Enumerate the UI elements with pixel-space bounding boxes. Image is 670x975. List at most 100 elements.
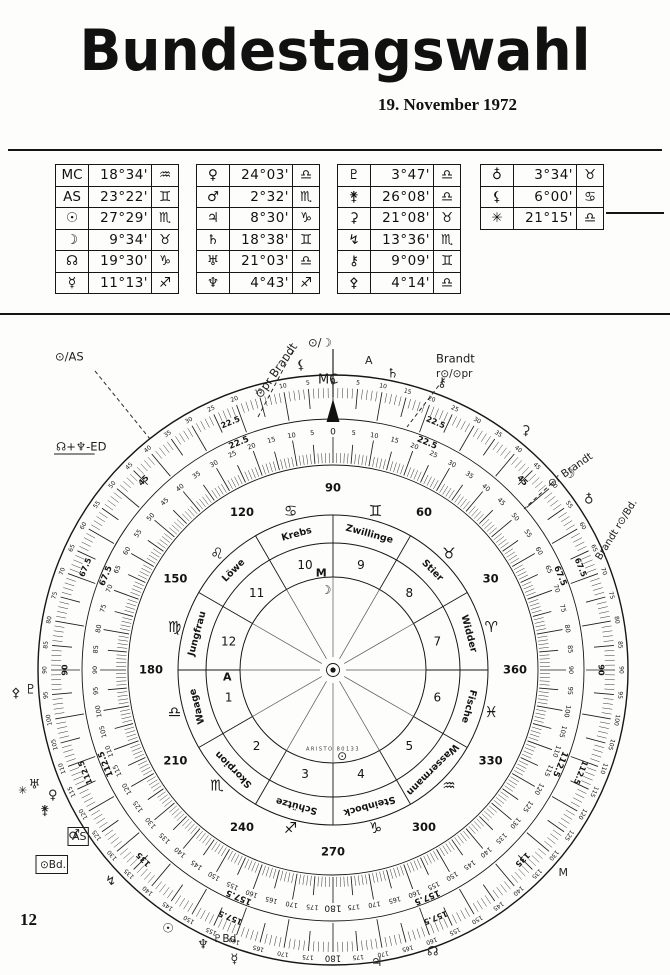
position-row-node: ☊19°30'♑ xyxy=(56,250,178,272)
venus-longitude: 24°03' xyxy=(230,165,293,186)
svg-text:90: 90 xyxy=(42,666,49,674)
pointer-marker xyxy=(326,349,340,422)
house-number-8: 8 xyxy=(406,586,414,600)
mars-symbol: ♂ xyxy=(197,186,230,207)
svg-text:15: 15 xyxy=(266,435,276,445)
svg-text:80: 80 xyxy=(45,615,53,624)
svg-text:145: 145 xyxy=(161,900,175,912)
venus-sign-libra: ♎ xyxy=(299,167,313,184)
svg-text:145: 145 xyxy=(462,858,477,872)
pencil-mark-node-icon: ☊ xyxy=(427,944,439,959)
svg-text:100: 100 xyxy=(562,705,572,719)
svg-text:160: 160 xyxy=(407,888,421,900)
svg-text:180: 180 xyxy=(324,903,341,913)
position-row-moon: ☽9°34'♉ xyxy=(56,228,178,250)
svg-text:165: 165 xyxy=(388,894,402,905)
vulkanus-sign-cancer: ♋ xyxy=(583,188,597,205)
svg-text:65: 65 xyxy=(67,543,77,553)
node-sign-capricorn: ♑ xyxy=(158,253,172,270)
svg-text:45: 45 xyxy=(531,461,541,471)
position-row-mars: ♂2°32'♏ xyxy=(197,185,319,207)
svg-text:115: 115 xyxy=(588,785,599,799)
svg-text:120: 120 xyxy=(120,782,133,797)
svg-text:85: 85 xyxy=(92,645,101,654)
annotation-sun-over-moon: ⊙/☽ xyxy=(308,336,332,350)
maker-text: ARISTO 80133 xyxy=(306,747,360,753)
zodiac-name-virgo: Jungfrau xyxy=(186,610,209,658)
page-title: Bundestagswahl xyxy=(79,16,591,84)
svg-text:45: 45 xyxy=(496,496,508,508)
ascendant-symbol: AS xyxy=(56,186,89,207)
degree-label-300: 300 xyxy=(412,820,436,834)
moon-longitude: 9°34' xyxy=(89,229,152,250)
pluto-symbol: ♇ xyxy=(338,165,371,186)
house-number-4: 4 xyxy=(357,767,365,781)
midheaven-longitude: 18°34' xyxy=(89,165,152,186)
node-longitude: 19°30' xyxy=(89,251,152,272)
pencil-mark-uranus-icon: ♅ xyxy=(29,778,41,793)
svg-text:75: 75 xyxy=(558,603,568,613)
svg-text:50: 50 xyxy=(510,511,521,522)
annotation-brandt: Brandt xyxy=(436,352,475,366)
svg-text:70: 70 xyxy=(551,583,561,594)
svg-text:160: 160 xyxy=(228,935,241,946)
degree-label-270: 270 xyxy=(321,845,345,859)
position-row-jupiter: ♃8°30'♑ xyxy=(197,207,319,229)
svg-text:30: 30 xyxy=(472,416,482,426)
svg-text:5: 5 xyxy=(310,429,315,437)
svg-text:22.5: 22.5 xyxy=(415,435,438,452)
svg-text:25: 25 xyxy=(206,404,216,414)
annotation-as-boxed: AS xyxy=(72,830,87,843)
svg-text:25: 25 xyxy=(450,404,460,414)
zodiac-glyph-virgo: ♍ xyxy=(168,618,181,636)
house-number-11: 11 xyxy=(249,586,264,600)
svg-text:95: 95 xyxy=(92,686,101,695)
svg-text:60: 60 xyxy=(79,521,89,531)
position-row-admetos: ♁3°34'♉ xyxy=(481,165,603,186)
house-number-9: 9 xyxy=(357,558,365,572)
position-row-poseidon: ✳21°15'♎ xyxy=(481,207,603,229)
pencil-mark-cupido-icon: ⚵ xyxy=(40,804,50,819)
position-row-sun: ☉27°29'♏ xyxy=(56,207,178,229)
zodiac-glyph-scorpio: ♏ xyxy=(210,776,224,794)
house-number-12: 12 xyxy=(221,635,236,649)
svg-text:65: 65 xyxy=(112,564,123,575)
svg-text:170: 170 xyxy=(277,949,290,958)
jupiter-symbol: ♃ xyxy=(197,208,230,229)
poseidon-longitude: 21°15' xyxy=(514,208,577,229)
cupido-symbol: ⚵ xyxy=(338,186,371,207)
svg-text:55: 55 xyxy=(132,528,143,539)
position-row-mercury: ☿11°13'♐ xyxy=(56,271,178,293)
svg-text:22.5: 22.5 xyxy=(425,414,447,430)
ascendant-letter: A xyxy=(223,670,232,683)
degree-label-30: 30 xyxy=(483,572,499,586)
zodiac-name-sagittarius: Schütze xyxy=(275,795,319,817)
cupido-longitude: 26°08' xyxy=(371,186,434,207)
svg-text:85: 85 xyxy=(566,645,575,654)
svg-text:112.5: 112.5 xyxy=(76,759,94,786)
horizontal-rule-bottom xyxy=(0,313,670,315)
pencil-mark-kronos-icon: ⚷ xyxy=(437,376,447,391)
zodiac-glyph-pisces: ♓ xyxy=(485,703,498,721)
svg-text:45: 45 xyxy=(159,496,171,508)
svg-text:110: 110 xyxy=(598,762,609,775)
astrological-dial-chart: 0551010151520202525303035354040454550505… xyxy=(11,336,640,971)
pencil-mark-asc-mark-icon: A xyxy=(365,354,373,367)
svg-text:135: 135 xyxy=(157,831,171,845)
meridian-letter: M xyxy=(316,567,327,580)
cupido-sign-libra: ♎ xyxy=(440,188,454,205)
svg-text:75: 75 xyxy=(607,591,616,600)
svg-text:150: 150 xyxy=(182,913,196,925)
pointer-arrow-icon xyxy=(326,399,340,422)
svg-text:70: 70 xyxy=(104,583,114,594)
admetos-symbol: ♁ xyxy=(481,165,514,186)
svg-text:5: 5 xyxy=(356,379,361,386)
dial-hub: ARISTO 80133 M A xyxy=(223,567,360,753)
saturn-symbol: ♄ xyxy=(197,229,230,250)
svg-text:30: 30 xyxy=(446,458,457,469)
position-row-uranus: ♅21°03'♎ xyxy=(197,250,319,272)
positions-table-4: ♁3°34'♉⚸6°00'♋✳21°15'♎ xyxy=(480,164,604,230)
pencil-mark-neptune-icon: ♆ xyxy=(197,937,209,952)
zodiac-name-cancer: Krebs xyxy=(280,525,313,544)
svg-text:125: 125 xyxy=(563,828,575,842)
